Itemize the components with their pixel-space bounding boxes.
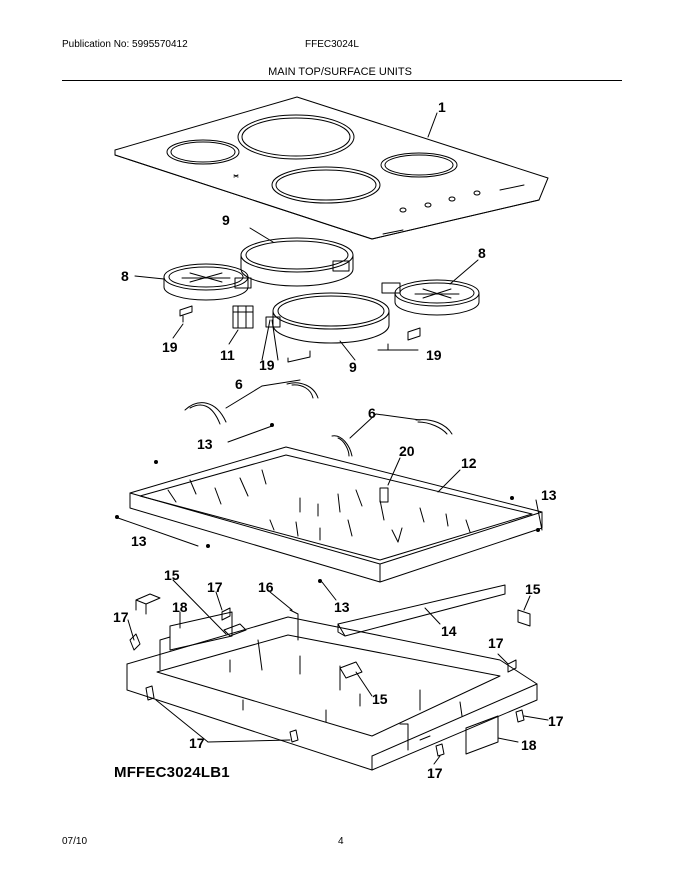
callout-12: 12 [461,455,477,471]
trim-bar-part [337,584,506,637]
cooktop-glass-part [114,96,549,240]
callout-13-lower: 13 [334,599,350,615]
callout-1: 1 [438,99,446,115]
callout-8-left: 8 [121,268,129,284]
callout-8-right: 8 [478,245,486,261]
frame-tray-part [115,446,543,601]
callout-19-center: 19 [259,357,275,373]
callout-13-upper: 13 [197,436,213,452]
callout-17-far-right: 17 [548,713,564,729]
callout-15-right: 15 [525,581,541,597]
clips-and-screws-part [154,379,453,464]
callout-6-right: 6 [368,405,376,421]
chassis-part [126,579,549,771]
callout-19-left: 19 [162,339,178,355]
callout-11: 11 [220,347,235,363]
callout-17-left: 17 [113,609,129,625]
callout-17-right: 17 [488,635,504,651]
header-divider [62,80,622,81]
callout-18-lower: 18 [521,737,537,753]
callout-17-bottom: 17 [427,765,443,781]
callout-17-upper: 17 [207,579,223,595]
callout-9-lower: 9 [349,359,357,375]
callout-6-left: 6 [235,376,243,392]
publication-number: Publication No: 5995570412 [62,39,188,50]
callout-15-center: 15 [372,691,388,707]
callout-13-left: 13 [131,533,147,549]
callout-labels: 1 9 8 8 19 11 19 9 19 6 6 13 20 12 13 13… [113,99,564,781]
callout-17-bottom-left: 17 [189,735,205,751]
callout-15-left: 15 [164,567,180,583]
callout-16: 16 [258,579,274,595]
diagram-code: MFFEC3024LB1 [114,764,230,781]
publication-date: 07/10 [62,836,88,847]
callout-13-right: 13 [541,487,557,503]
callout-20: 20 [399,443,415,459]
surface-elements-part [134,227,480,363]
section-title: MAIN TOP/SURFACE UNITS [268,66,412,78]
model-number: FFEC3024L [305,39,359,50]
callout-14: 14 [441,623,457,639]
callout-18-upper: 18 [172,599,188,615]
callout-9-upper: 9 [222,212,230,228]
callout-19-right: 19 [426,347,442,363]
page-number: 4 [338,836,344,847]
